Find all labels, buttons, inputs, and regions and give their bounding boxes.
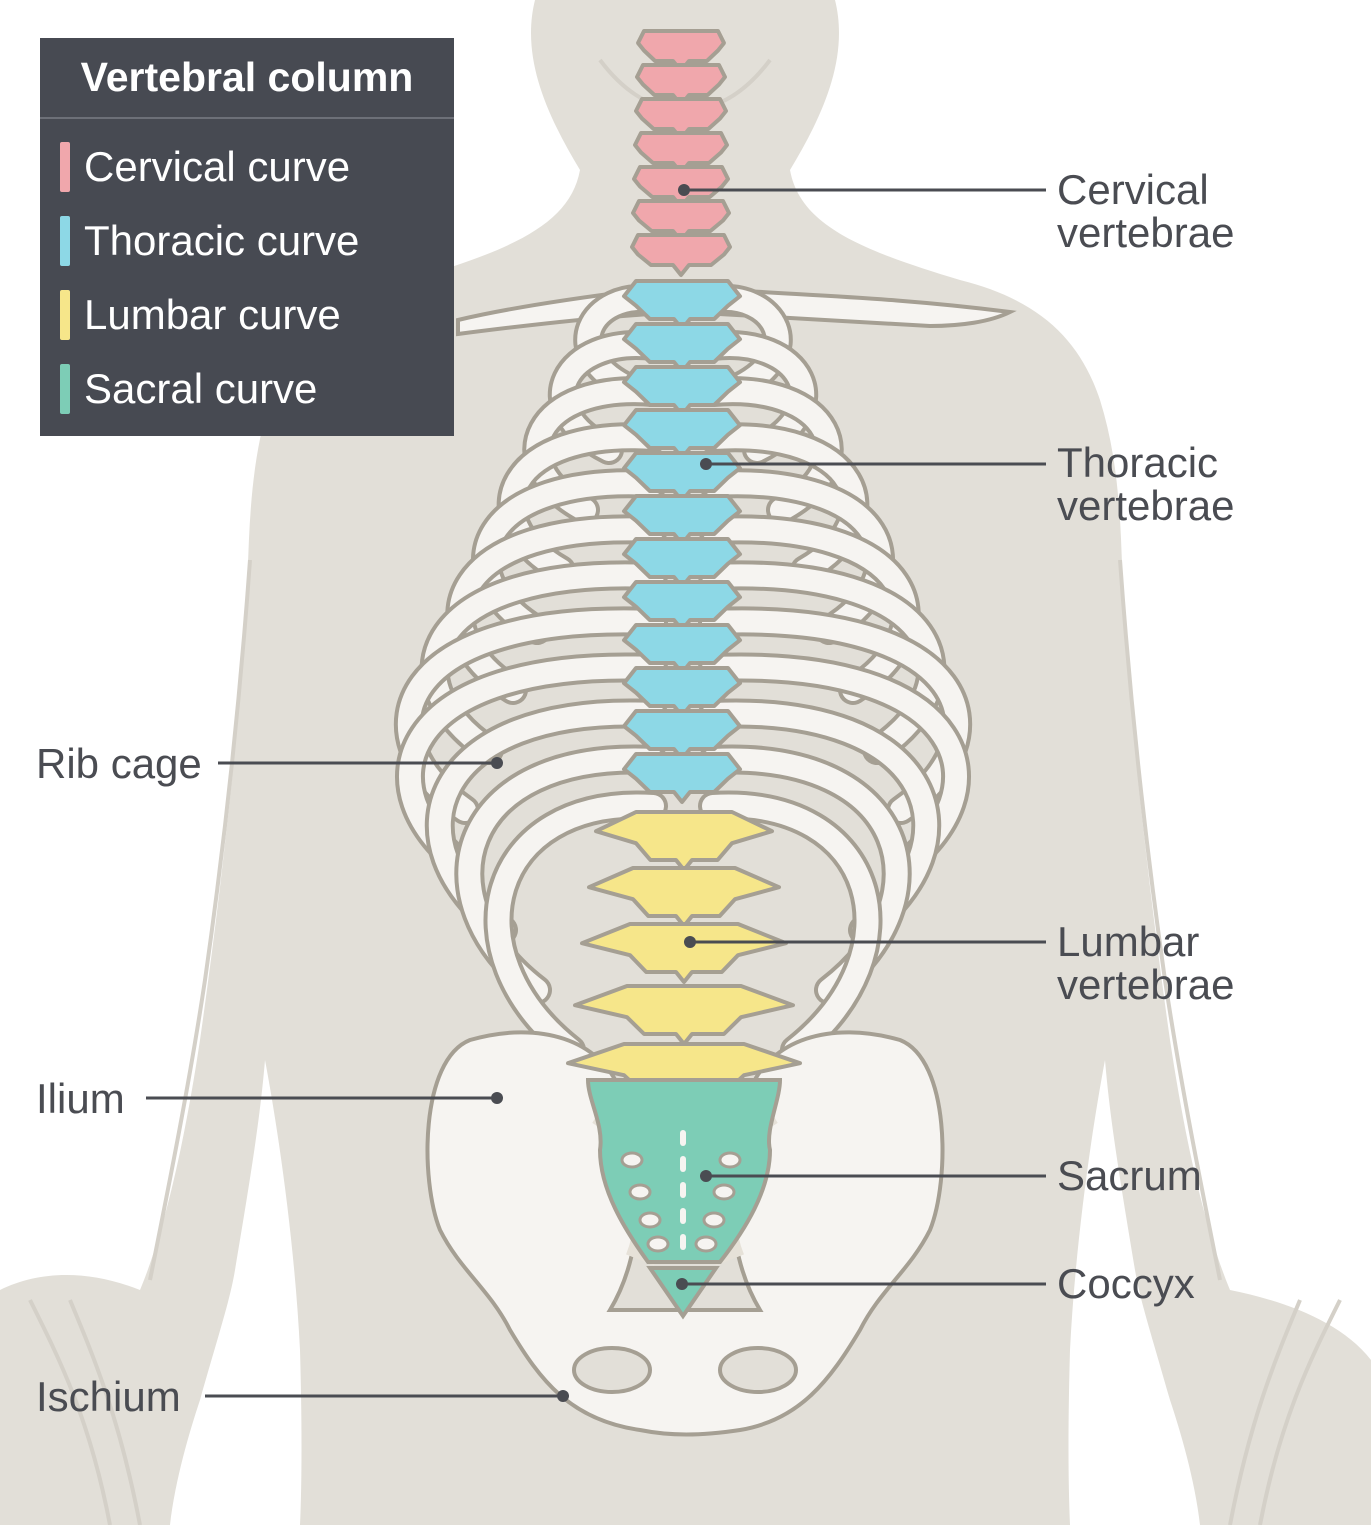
sacral-foramen-4 bbox=[712, 1183, 736, 1201]
legend-label-sacral: Sacral curve bbox=[84, 365, 318, 412]
label-cervical-vertebrae: Cervical vertebrae bbox=[1057, 168, 1234, 254]
legend-swatch-cervical bbox=[60, 142, 70, 192]
legend-swatch-lumbar bbox=[60, 290, 70, 340]
lumbar-vertebra-2 bbox=[587, 866, 781, 928]
sacral-crest-4 bbox=[680, 1208, 686, 1224]
lumbar-vertebra-4 bbox=[573, 984, 795, 1046]
right-arm-line bbox=[1118, 559, 1222, 1281]
label-thoracic-vertebrae: Thoracic vertebrae bbox=[1057, 441, 1234, 527]
label-rib-cage: Rib cage bbox=[36, 740, 202, 787]
leader-dot-thoracic bbox=[700, 458, 712, 470]
sacral-foramen-7 bbox=[646, 1235, 670, 1253]
legend-label-lumbar: Lumbar curve bbox=[84, 291, 341, 338]
label-thoracic-line1: Thoracic bbox=[1057, 439, 1219, 486]
legend-swatch-sacral bbox=[60, 364, 70, 414]
right-hand-lines bbox=[1228, 1299, 1342, 1525]
label-coccyx: Coccyx bbox=[1057, 1260, 1195, 1307]
leader-dot-lumbar bbox=[684, 936, 696, 948]
left-hand-lines bbox=[28, 1299, 142, 1525]
sacral-foramen-6 bbox=[702, 1211, 726, 1229]
rib-right-8 bbox=[702, 610, 969, 821]
sacral-foramen-8 bbox=[694, 1235, 718, 1253]
legend-title: Vertebral column bbox=[80, 54, 414, 100]
obturator-right bbox=[718, 1346, 798, 1394]
rib-cage bbox=[393, 283, 1017, 1065]
sacral-crest-3 bbox=[680, 1182, 686, 1198]
pelvis-shape bbox=[425, 1030, 945, 1437]
rib-left-12 bbox=[487, 794, 664, 1061]
sacral-foramina bbox=[620, 1130, 742, 1253]
leader-dot-rib-cage bbox=[491, 757, 503, 769]
coccyx-shape bbox=[646, 1266, 720, 1320]
legend: Vertebral column Cervical curve Thoracic… bbox=[40, 38, 454, 436]
label-lumbar-line1: Lumbar bbox=[1057, 918, 1200, 965]
sacral-foramen-1 bbox=[620, 1151, 644, 1169]
leader-dot-sacrum bbox=[700, 1170, 712, 1182]
sacral-crest-1 bbox=[680, 1130, 686, 1146]
sacral-crest-5 bbox=[680, 1234, 686, 1250]
lumbar-vertebra-3 bbox=[580, 922, 788, 984]
leader-dot-ischium bbox=[557, 1390, 569, 1402]
leader-dot-cervical bbox=[678, 184, 690, 196]
label-cervical-line1: Cervical bbox=[1057, 166, 1209, 213]
rib-right-12 bbox=[702, 794, 879, 1061]
leader-dot-coccyx bbox=[676, 1278, 688, 1290]
sacral-crest-2 bbox=[680, 1156, 686, 1172]
label-sacrum: Sacrum bbox=[1057, 1152, 1202, 1199]
leader-dot-ilium bbox=[491, 1092, 503, 1104]
legend-swatch-thoracic bbox=[60, 216, 70, 266]
sacrum bbox=[585, 1078, 783, 1264]
leader-lines bbox=[146, 184, 1046, 1402]
legend-label-thoracic: Thoracic curve bbox=[84, 217, 360, 264]
rib-left-8 bbox=[397, 610, 664, 821]
left-arm-line bbox=[148, 559, 252, 1281]
arm-outlines bbox=[28, 58, 1342, 1525]
sacral-foramen-3 bbox=[628, 1183, 652, 1201]
obturator-left bbox=[572, 1346, 652, 1394]
legend-label-cervical: Cervical curve bbox=[84, 143, 351, 190]
rib-right-6 bbox=[702, 518, 917, 701]
label-thoracic-line2: vertebrae bbox=[1057, 482, 1235, 529]
thoracic-vertebra-12 bbox=[622, 752, 742, 804]
clavicle-right bbox=[717, 287, 1017, 329]
label-ischium: Ischium bbox=[36, 1373, 181, 1420]
sacral-foramen-5 bbox=[638, 1211, 662, 1229]
label-ilium: Ilium bbox=[36, 1075, 125, 1122]
cervical-vertebra-7 bbox=[630, 233, 732, 277]
rib-left-6 bbox=[449, 518, 664, 701]
label-lumbar-vertebrae: Lumbar vertebrae bbox=[1057, 920, 1234, 1006]
sacral-foramen-2 bbox=[718, 1151, 742, 1169]
lumbar-vertebra-1 bbox=[594, 810, 774, 872]
spine bbox=[566, 29, 802, 1104]
label-cervical-line2: vertebrae bbox=[1057, 209, 1235, 256]
legend-divider bbox=[40, 117, 454, 119]
label-lumbar-line2: vertebrae bbox=[1057, 961, 1235, 1008]
